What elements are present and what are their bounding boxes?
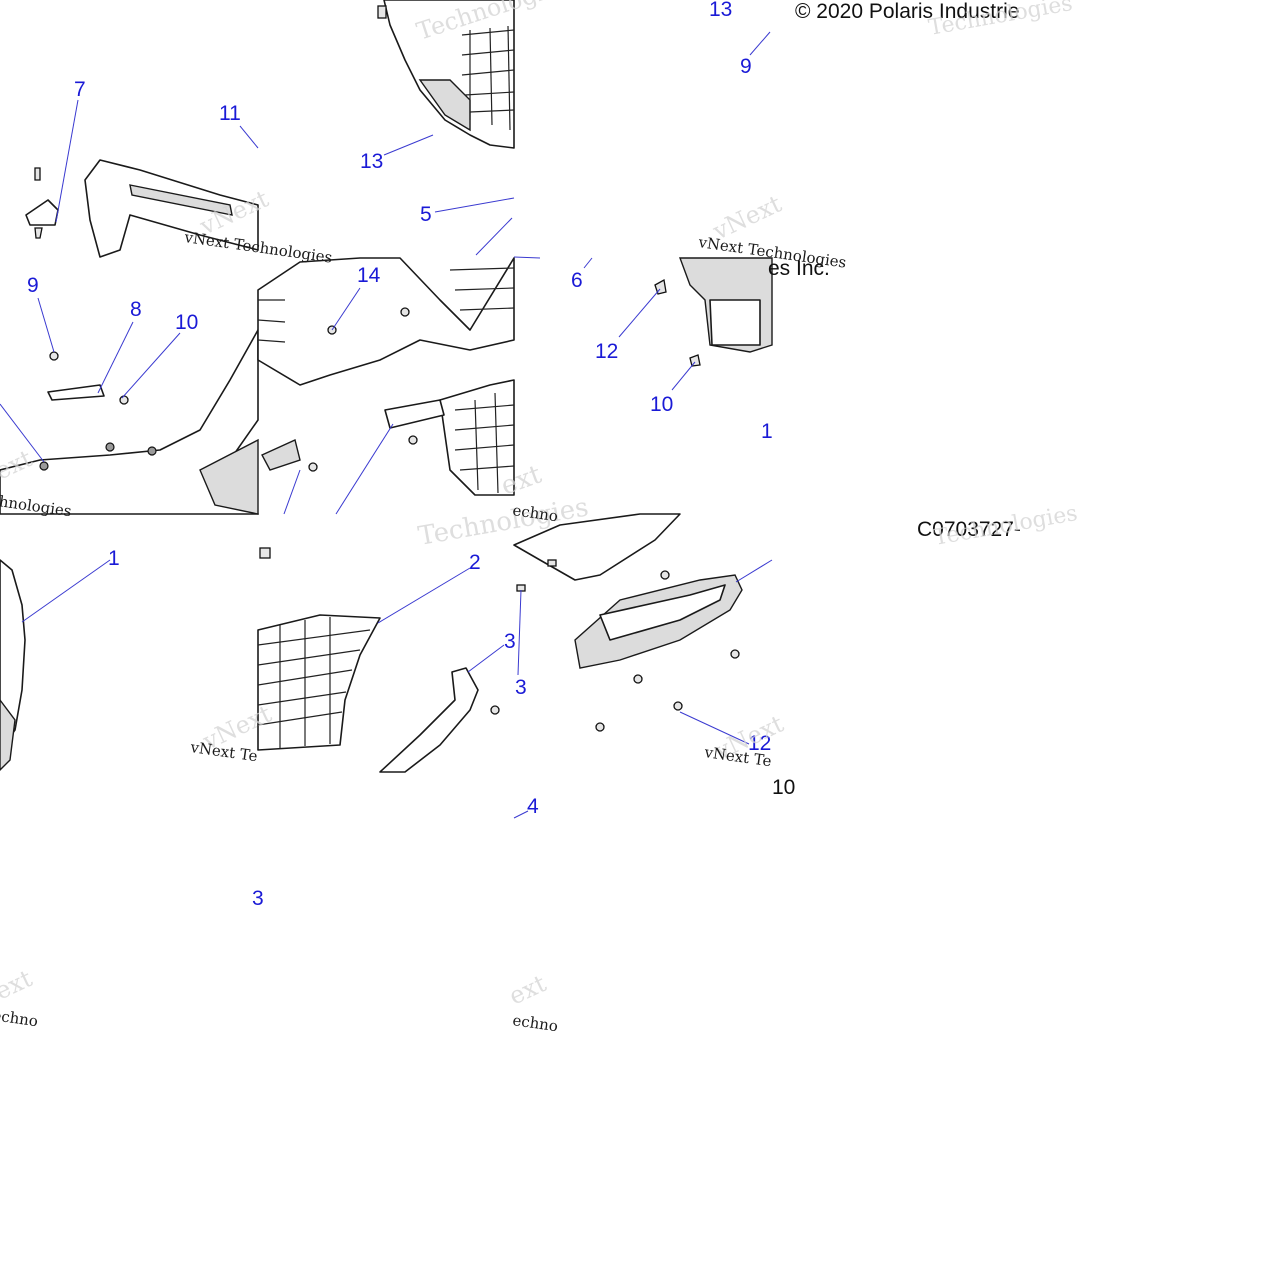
fastener-hole bbox=[147, 446, 157, 456]
lower-grille-drawing bbox=[257, 547, 500, 773]
copyright-text: © 2020 Polaris Industrie bbox=[795, 0, 1019, 23]
screw-hardware bbox=[34, 227, 43, 239]
frame-drawing bbox=[0, 329, 259, 515]
screw-hardware bbox=[119, 395, 129, 405]
callout-8: 8 bbox=[130, 298, 142, 321]
fascia-center-drawing bbox=[257, 257, 515, 496]
callout-2: 2 bbox=[469, 551, 481, 574]
screw-hardware bbox=[730, 649, 740, 659]
fascia-side-drawing bbox=[0, 559, 26, 771]
callout-8-fragment: 3 bbox=[252, 887, 264, 910]
bracket bbox=[261, 439, 301, 471]
title-block: © 2020 Polaris Industrie es Inc. C070372… bbox=[768, 0, 1021, 541]
callout-13-top: 13 bbox=[709, 0, 732, 21]
copyright-fragment: es Inc. bbox=[768, 257, 830, 280]
callout-9-left: 9 bbox=[27, 274, 39, 297]
screw-hardware bbox=[400, 307, 410, 317]
screw-hardware bbox=[689, 354, 701, 367]
lower-grill-mesh bbox=[257, 617, 371, 748]
screw-hardware bbox=[595, 722, 605, 732]
bracket-rail-drawing bbox=[25, 159, 259, 258]
callout-1: 1 bbox=[108, 547, 120, 570]
bracket-8 bbox=[47, 384, 105, 401]
fender-extension-drawing bbox=[654, 257, 773, 367]
watermark: Technologies bbox=[932, 501, 1080, 551]
bracket-7 bbox=[25, 199, 59, 226]
watermark-ink: echno bbox=[0, 1006, 39, 1030]
screw-hardware bbox=[49, 351, 59, 361]
callout-14: 14 bbox=[357, 264, 381, 287]
lower-bumper-drawing bbox=[513, 513, 743, 732]
leader-lines bbox=[0, 31, 773, 819]
side-grille-mesh bbox=[454, 392, 515, 494]
clip-hardware bbox=[547, 559, 557, 567]
screw-hardware bbox=[308, 462, 318, 472]
fastener-hole bbox=[39, 461, 49, 471]
screw-hardware bbox=[633, 674, 643, 684]
screw-hardware bbox=[490, 705, 500, 715]
callout-4: 4 bbox=[527, 795, 539, 818]
callout-13-mid: 13 bbox=[360, 150, 383, 173]
screw-hardware bbox=[673, 701, 683, 711]
callout-12-mid: 12 bbox=[595, 340, 618, 363]
screw-hardware bbox=[660, 570, 670, 580]
clip-hardware bbox=[259, 547, 271, 559]
callout-11: 11 bbox=[219, 102, 241, 125]
callout-9-top: 9 bbox=[740, 55, 752, 78]
callout-6: 6 bbox=[571, 269, 583, 292]
drawing-number: C0703727- bbox=[917, 518, 1021, 541]
callout-7: 7 bbox=[74, 78, 86, 101]
callout-1-fragment: 1 bbox=[761, 420, 773, 443]
clip-hardware bbox=[377, 5, 387, 19]
trim-3 bbox=[379, 667, 479, 773]
callouts: 13 9 7 11 13 5 9 8 10 14 6 12 10 1 1 2 3… bbox=[27, 0, 795, 910]
screw-hardware bbox=[34, 167, 41, 181]
watermark: ext bbox=[505, 969, 551, 1010]
bracket bbox=[384, 399, 445, 429]
callout-10-mid: 10 bbox=[650, 393, 673, 416]
callout-3: 3 bbox=[515, 676, 527, 699]
screw-hardware bbox=[654, 278, 667, 295]
callout-10-left: 10 bbox=[175, 311, 198, 334]
fastener-hole bbox=[105, 442, 115, 452]
upper-grill-mesh bbox=[461, 25, 515, 131]
callout-3-right: 3 bbox=[504, 630, 516, 653]
watermark-ink: echno bbox=[511, 1011, 559, 1035]
center-grill-mesh bbox=[257, 267, 515, 343]
watermark: ext bbox=[0, 964, 37, 1005]
callout-10-low: 10 bbox=[772, 776, 795, 799]
screw-hardware bbox=[408, 435, 418, 445]
callout-5: 5 bbox=[420, 203, 432, 226]
watermark-ink: vNext Te bbox=[188, 738, 258, 765]
fascia-upper-drawing bbox=[377, 0, 515, 149]
callout-12-low: 12 bbox=[748, 732, 771, 755]
